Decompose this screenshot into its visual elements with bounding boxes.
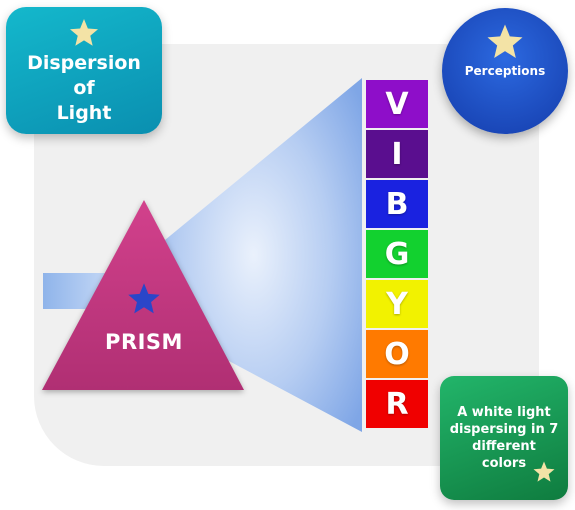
prism-label: PRISM <box>105 330 183 354</box>
title-line: Dispersion <box>27 52 141 74</box>
perceptions-star-icon <box>487 24 523 58</box>
title-star-icon <box>70 19 98 46</box>
spectrum-band-v: V <box>366 80 428 128</box>
spectrum-band-r: R <box>366 380 428 428</box>
title-line: of <box>73 77 95 99</box>
prism-star-icon <box>128 283 160 314</box>
spectrum-band-g: G <box>366 230 428 278</box>
spectrum-band-i: I <box>366 130 428 178</box>
spectrum-band-y: Y <box>366 280 428 328</box>
note-star-icon <box>533 461 555 482</box>
title-line: Light <box>56 102 112 124</box>
note-card: A white light dispersing in 7 different … <box>440 376 568 500</box>
perceptions-badge: Perceptions <box>442 8 568 134</box>
perceptions-label: Perceptions <box>464 64 546 78</box>
spectrum-band-o: O <box>366 330 428 378</box>
spectrum-band-b: B <box>366 180 428 228</box>
note-text: A white light dispersing in 7 different … <box>449 405 559 471</box>
